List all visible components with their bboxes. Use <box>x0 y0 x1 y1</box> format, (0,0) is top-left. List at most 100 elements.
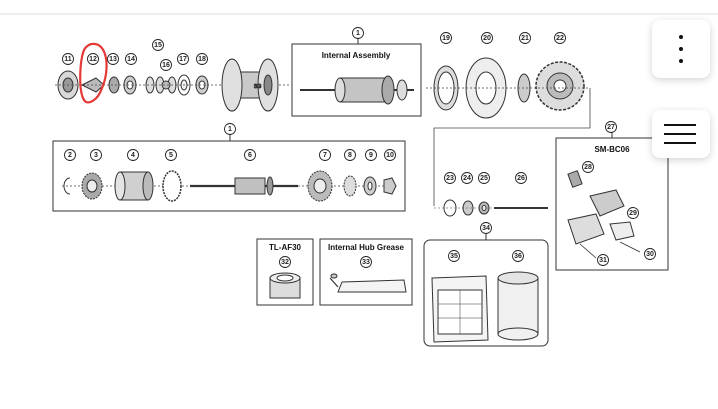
callout-13: 13 <box>107 53 119 65</box>
callout-number: 1 <box>356 30 360 37</box>
part-14 <box>123 75 137 95</box>
part-22 <box>535 61 585 111</box>
part-10 <box>383 177 397 195</box>
part-36 <box>497 271 539 341</box>
part-5 <box>162 170 182 202</box>
grease-tube <box>329 273 407 293</box>
menu-button[interactable] <box>652 110 710 158</box>
callout-25: 25 <box>478 172 490 184</box>
callout-7: 7 <box>319 149 331 161</box>
callout-number: 21 <box>521 35 529 42</box>
callout-21: 21 <box>519 32 531 44</box>
part-8 <box>343 175 357 197</box>
callout-number: 2 <box>68 152 72 159</box>
callout-number: 16 <box>162 62 170 69</box>
callout-18: 18 <box>196 53 208 65</box>
grease-label: Internal Hub Grease <box>328 243 405 252</box>
internal-parts-box <box>52 140 406 212</box>
callout-6: 6 <box>244 149 256 161</box>
callout-number: 20 <box>483 35 491 42</box>
grease-box <box>319 238 413 306</box>
callout-number: 12 <box>89 56 97 63</box>
callout-8: 8 <box>344 149 356 161</box>
callout-10: 10 <box>384 149 396 161</box>
callout-number: 8 <box>348 152 352 159</box>
callout-number: 15 <box>154 42 162 49</box>
callout-number: 24 <box>463 175 471 182</box>
svg-text:SG: SG <box>254 84 261 90</box>
part-16 <box>161 80 171 90</box>
callout-28: 28 <box>582 161 594 173</box>
callout-34: 34 <box>480 222 492 234</box>
callout-number: 1 <box>228 126 232 133</box>
callout-number: 22 <box>556 35 564 42</box>
callout-9: 9 <box>365 149 377 161</box>
callout-number: 26 <box>517 175 525 182</box>
callout-12: 12 <box>87 53 99 65</box>
callout-number: 28 <box>584 164 592 171</box>
callout-19: 19 <box>440 32 452 44</box>
callout-number: 9 <box>369 152 373 159</box>
callout-23: 23 <box>444 172 456 184</box>
part-3 <box>81 172 103 200</box>
callout-number: 34 <box>482 225 490 232</box>
callout-26: 26 <box>515 172 527 184</box>
callout-number: 14 <box>127 56 135 63</box>
callout-27: 27 <box>605 121 617 133</box>
hub-shell: SG <box>221 58 279 112</box>
part-4 <box>114 171 154 201</box>
tl-af30-box <box>256 238 314 306</box>
callout-number: 36 <box>514 253 522 260</box>
callout-number: 4 <box>131 152 135 159</box>
callout-2: 2 <box>64 149 76 161</box>
callout-number: 33 <box>362 259 370 266</box>
callout-36: 36 <box>512 250 524 262</box>
callout-33: 33 <box>360 256 372 268</box>
tl-af30-tool <box>269 272 301 299</box>
callout-15: 15 <box>152 39 164 51</box>
more-vertical-icon <box>679 35 683 63</box>
callout-number: 18 <box>198 56 206 63</box>
internal-assembly-illustration <box>300 75 414 105</box>
tl-af30-label: TL-AF30 <box>269 243 302 252</box>
callout-number: 29 <box>629 210 637 217</box>
part-35 <box>431 275 489 343</box>
callout-16: 16 <box>160 59 172 71</box>
part-9 <box>363 176 377 196</box>
part-7 <box>307 170 333 202</box>
part-18 <box>195 75 209 95</box>
callout-1: 1 <box>352 27 364 39</box>
hamburger-icon <box>664 124 696 144</box>
part-13 <box>108 76 120 94</box>
callout-number: 6 <box>248 152 252 159</box>
sm-bc06-illustration <box>567 170 641 259</box>
part-2 <box>63 177 71 195</box>
callout-number: 35 <box>450 253 458 260</box>
callout-number: 27 <box>607 124 615 131</box>
internal-assembly-box <box>291 43 422 117</box>
callout-number: 5 <box>169 152 173 159</box>
callout-31: 31 <box>597 254 609 266</box>
callout-1-2: 1 <box>224 123 236 135</box>
callout-number: 3 <box>94 152 98 159</box>
callout-30: 30 <box>644 248 656 260</box>
callout-24: 24 <box>461 172 473 184</box>
callout-3: 3 <box>90 149 102 161</box>
callout-17: 17 <box>177 53 189 65</box>
callout-number: 25 <box>480 175 488 182</box>
callout-number: 11 <box>64 56 72 63</box>
part-6 <box>190 176 298 196</box>
callout-11: 11 <box>62 53 74 65</box>
callout-14: 14 <box>125 53 137 65</box>
callout-4: 4 <box>127 149 139 161</box>
callout-number: 32 <box>281 259 289 266</box>
callout-22: 22 <box>554 32 566 44</box>
callout-5: 5 <box>165 149 177 161</box>
callout-number: 17 <box>179 56 187 63</box>
more-options-button[interactable] <box>652 20 710 78</box>
callout-number: 30 <box>646 251 654 258</box>
callout-35: 35 <box>448 250 460 262</box>
callout-number: 31 <box>599 257 607 264</box>
